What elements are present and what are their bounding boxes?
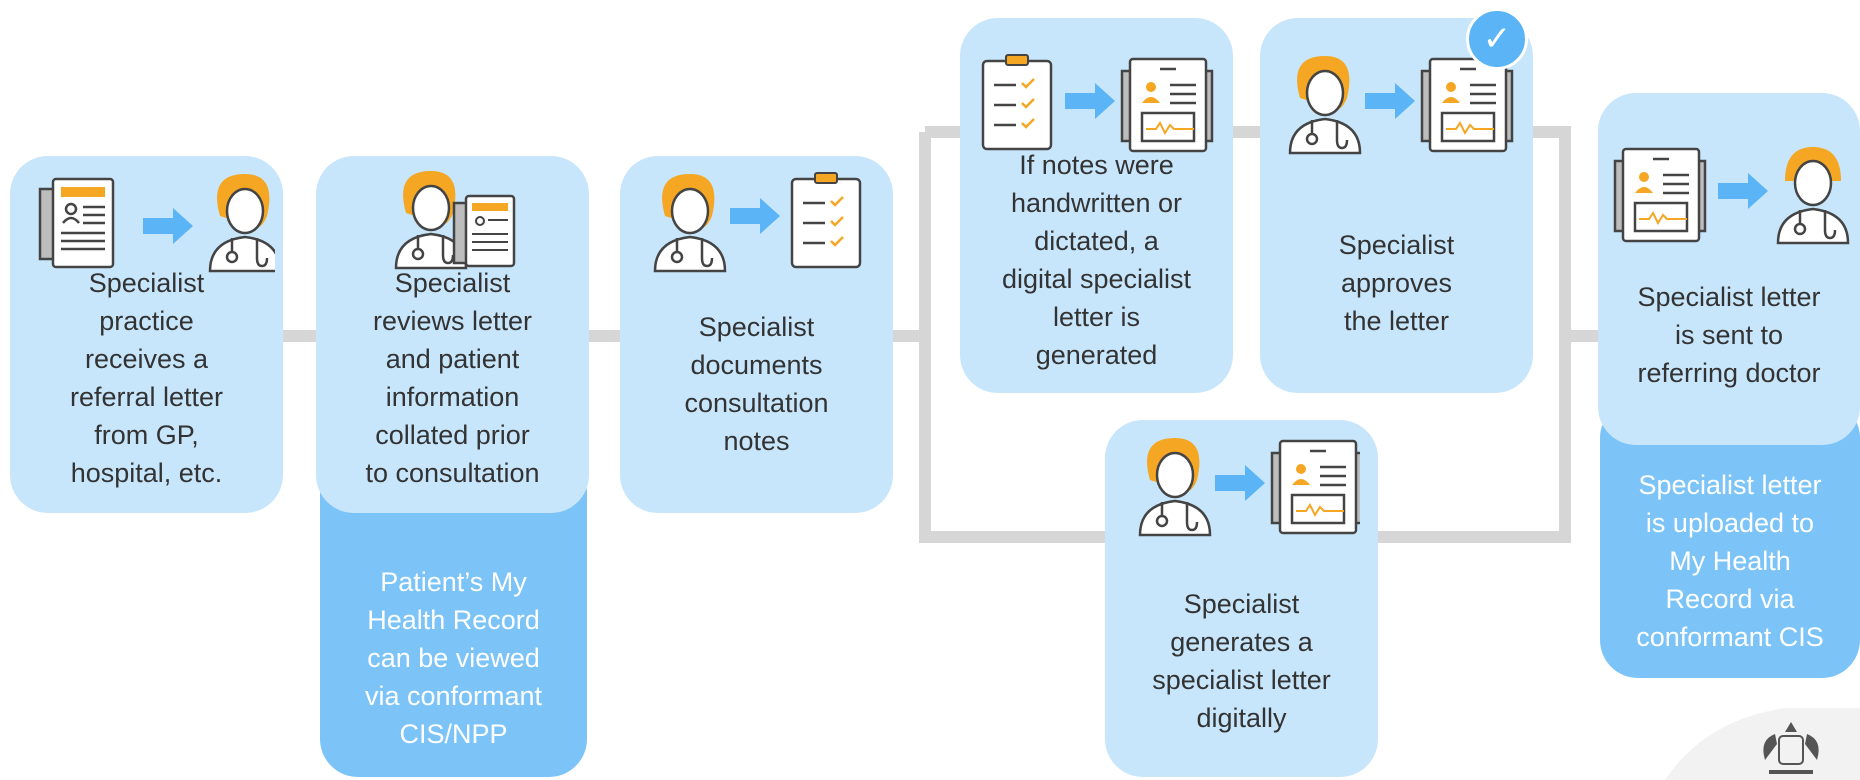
step-text: Specialist generates a specialist letter… (1152, 589, 1331, 733)
referral-document-icon (38, 177, 115, 269)
coat-of-arms-logo (1665, 708, 1860, 780)
note-text: Specialist letter is uploaded to My Heal… (1636, 470, 1824, 652)
step-card-document: Specialist documents consultation notes (620, 156, 893, 513)
specialist-letter-icon (1270, 439, 1360, 535)
referral-document-icon (452, 194, 516, 268)
specialist-doctor-icon (394, 171, 468, 270)
step-icons (981, 54, 1214, 153)
step-text: Specialist reviews letter and patient in… (365, 268, 540, 488)
step-text: Specialist letter is sent to referring d… (1637, 282, 1821, 388)
step-text: Specialist practice receives a referral … (69, 268, 224, 488)
note-card-view-record: Patient’s My Health Record can be viewed… (320, 455, 587, 777)
specialist-doctor-icon (653, 174, 727, 273)
specialist-doctor-icon (1776, 147, 1850, 245)
arrow-right-icon (143, 208, 193, 244)
step-icons (394, 171, 516, 270)
specialist-doctor-icon (1138, 438, 1212, 537)
step-icons (1613, 147, 1850, 245)
step-card-generate-digital: Specialist generates a specialist letter… (1105, 420, 1378, 777)
note-text: Patient’s My Health Record can be viewed… (364, 567, 543, 749)
step-card-receive: Specialist practice receives a referral … (10, 156, 283, 513)
step-card-review: Specialist reviews letter and patient in… (316, 156, 589, 513)
specialist-letter-icon (1420, 57, 1514, 153)
specialist-doctor-icon (1288, 56, 1362, 155)
step-card-send: Specialist letter is sent to referring d… (1598, 93, 1860, 445)
checkmark-badge-icon: ✓ (1466, 8, 1528, 70)
arrow-right-icon (730, 198, 780, 234)
step-card-generated: If notes were handwritten or dictated, a… (960, 18, 1233, 393)
specialist-doctor-icon (208, 174, 275, 273)
step-icons (1288, 56, 1514, 155)
note-card-upload-record: Specialist letter is uploaded to My Heal… (1600, 400, 1860, 678)
arrow-right-icon (1718, 173, 1768, 209)
specialist-letter-icon (1120, 57, 1214, 153)
arrow-right-icon (1215, 465, 1265, 501)
clipboard-checklist-icon (790, 172, 862, 269)
specialist-letter-icon (1613, 147, 1707, 243)
branch-connector-left (919, 132, 1110, 543)
step-icons (1138, 438, 1360, 537)
clipboard-checklist-icon (981, 54, 1053, 151)
step-text: If notes were handwritten or dictated, a… (1001, 150, 1192, 370)
step-text: Specialist documents consultation notes (684, 312, 829, 456)
step-icons (38, 174, 275, 273)
arrow-right-icon (1365, 83, 1415, 119)
step-icons (653, 172, 862, 273)
arrow-right-icon (1065, 83, 1115, 119)
step-text: Specialist approves the letter (1338, 230, 1455, 336)
step-card-approve: Specialist approves the letter (1260, 18, 1533, 393)
